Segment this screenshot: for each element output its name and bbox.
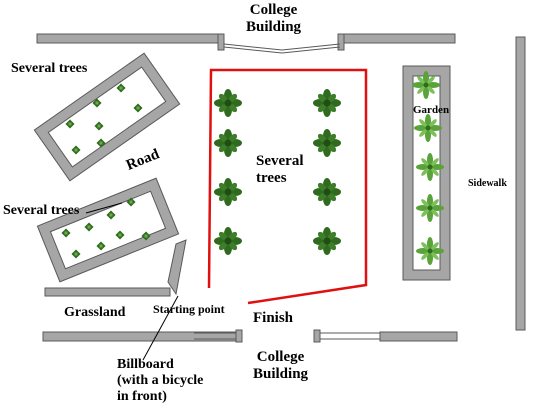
college-entrance-bottom [194, 332, 380, 340]
billboard-pointer-line [142, 295, 179, 361]
college-building-bottom-label: College Building [253, 349, 309, 383]
tree-icon [313, 89, 341, 117]
several-trees-mid-left-label: Several trees [3, 203, 80, 218]
garden-label: Garden [413, 104, 450, 116]
tree-icon [214, 178, 242, 206]
college-building-bottom-walls [42, 329, 458, 343]
sidewalk-label: Sidewalk [468, 178, 507, 189]
finish-label: Finish [253, 310, 294, 326]
tree-icon [214, 89, 242, 117]
tree-icon [313, 227, 341, 255]
planter-lower-left [36, 177, 180, 283]
grassland-label: Grassland [64, 305, 126, 320]
grassland-wall [44, 287, 171, 297]
trees-label-pointer [85, 202, 123, 214]
tree-icon [313, 129, 341, 157]
college-building-top-label: College Building [246, 2, 302, 36]
college-entrance-top [223, 43, 341, 54]
planter-upper-left [33, 52, 181, 182]
tree-icon [214, 227, 242, 255]
tree-icon [214, 129, 242, 157]
several-trees-top-left-label: Several trees [11, 61, 88, 76]
sidewalk-wall [515, 36, 526, 331]
billboard-shape [167, 239, 187, 296]
starting-point-label: Starting point [153, 302, 225, 316]
college-building-top-walls [36, 33, 456, 51]
route-path [207, 68, 368, 305]
several-trees-center-label: Several trees [256, 153, 304, 187]
tree-icon [313, 178, 341, 206]
billboard-label: Billboard (with a bicycle in front) [117, 357, 204, 405]
